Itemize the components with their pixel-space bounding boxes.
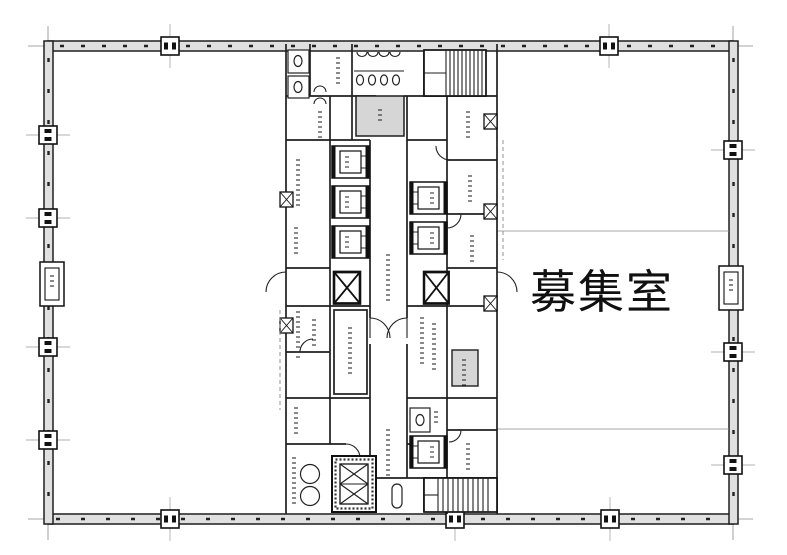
small-wc-bottom xyxy=(409,407,439,433)
mens-toilet xyxy=(354,51,404,86)
room-below-stairs xyxy=(435,111,498,161)
womens-toilet xyxy=(287,49,341,138)
machine-room-left xyxy=(333,309,368,395)
bottom-wall xyxy=(47,513,734,525)
elevator-shaft xyxy=(331,225,370,259)
elevator-shaft xyxy=(331,145,370,179)
elevator-hall xyxy=(369,254,408,509)
elevator-shaft xyxy=(331,185,370,219)
urinals xyxy=(355,74,401,86)
duct-shaft-shaded xyxy=(355,95,405,137)
staircase-top xyxy=(423,49,487,97)
slab-lines xyxy=(497,230,729,430)
elevator-bottom-right xyxy=(409,435,448,469)
machine-room-right xyxy=(419,317,479,387)
emergency-elevator xyxy=(331,455,377,513)
elevator-shaft xyxy=(409,221,448,255)
elevator-bank-left xyxy=(331,145,370,259)
left-wall-hatch-box xyxy=(39,261,65,307)
building-perimeter xyxy=(25,23,756,542)
tank-room xyxy=(291,457,321,507)
right-wall-hatch-box xyxy=(718,265,744,311)
right-service-rooms xyxy=(446,175,475,470)
tenant-entrance-doors xyxy=(265,271,518,293)
staircase-bottom xyxy=(423,477,498,513)
shaded-shaft-room xyxy=(451,349,479,387)
elevator-shaft xyxy=(409,181,448,215)
corridor-fixture xyxy=(391,483,403,509)
elevator-bank-right xyxy=(409,181,448,255)
dashed-reference-lines xyxy=(279,140,504,410)
double-doors xyxy=(369,317,408,339)
vacancy-room-label: 募集室 xyxy=(530,265,674,319)
